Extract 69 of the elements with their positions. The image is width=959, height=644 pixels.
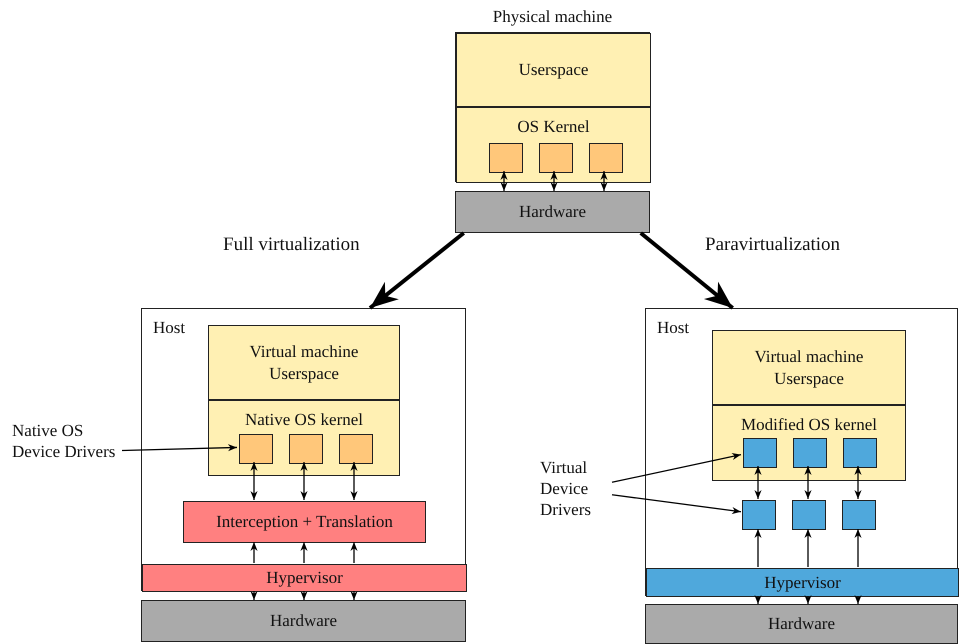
translation-box bbox=[183, 501, 426, 543]
driver-box bbox=[489, 143, 523, 173]
leader-arrow bbox=[612, 494, 742, 514]
layer-label: Native OS kernel bbox=[244, 409, 364, 431]
layer-label: Hardware bbox=[518, 201, 587, 223]
arrow bbox=[804, 595, 812, 604]
callout-label: Native OS Device Drivers bbox=[12, 420, 116, 462]
double-arrow bbox=[854, 466, 862, 499]
arrow bbox=[350, 591, 358, 600]
hardware-bar bbox=[455, 191, 650, 233]
layer-label: Hardware bbox=[766, 613, 836, 635]
driver-box bbox=[792, 500, 826, 530]
layer-label: Userspace bbox=[518, 59, 590, 81]
leader-arrow bbox=[122, 444, 238, 452]
arrow bbox=[250, 591, 258, 600]
driver-box bbox=[289, 434, 323, 464]
layer-label: Interception + Translation bbox=[215, 511, 394, 533]
arrow bbox=[300, 542, 308, 563]
hardware-bar bbox=[645, 604, 958, 644]
double-arrow bbox=[350, 462, 358, 500]
host-label: Host bbox=[153, 317, 186, 339]
layer-label: Hardware bbox=[268, 610, 338, 632]
host-label: Host bbox=[657, 317, 690, 339]
double-arrow bbox=[600, 171, 608, 191]
hypervisor-bar bbox=[646, 568, 959, 597]
host-box bbox=[645, 308, 958, 596]
double-arrow bbox=[250, 462, 258, 500]
driver-box bbox=[793, 438, 827, 468]
driver-box bbox=[539, 143, 573, 173]
layer-label: Virtual machine Userspace bbox=[248, 340, 360, 384]
arrow bbox=[754, 595, 762, 604]
hypervisor-bar bbox=[142, 564, 467, 592]
arrow bbox=[854, 595, 862, 604]
layer-label: Virtual machine Userspace bbox=[754, 346, 864, 390]
layer-label: OS Kernel bbox=[516, 116, 591, 138]
double-arrow bbox=[804, 466, 812, 499]
arrow bbox=[250, 542, 258, 563]
kernel-layer bbox=[208, 400, 400, 476]
driver-box bbox=[842, 500, 876, 530]
hardware-bar bbox=[141, 600, 466, 642]
arrow bbox=[754, 529, 762, 567]
double-arrow bbox=[754, 466, 762, 499]
userspace-layer bbox=[712, 330, 906, 405]
driver-box bbox=[843, 438, 877, 468]
driver-box bbox=[742, 500, 776, 530]
arrow bbox=[350, 542, 358, 563]
arrow bbox=[368, 231, 465, 310]
driver-box bbox=[743, 438, 777, 468]
heading-label: Physical machine bbox=[492, 6, 614, 28]
layer-label: Modified OS kernel bbox=[740, 414, 878, 436]
arrow bbox=[804, 529, 812, 567]
double-arrow bbox=[550, 171, 558, 191]
arrow bbox=[639, 231, 734, 310]
kernel-layer bbox=[456, 107, 651, 183]
layer-label: Hypervisor bbox=[265, 567, 344, 589]
driver-box bbox=[339, 434, 373, 464]
kernel-layer bbox=[712, 405, 906, 481]
driver-box bbox=[589, 143, 623, 173]
arrow bbox=[854, 529, 862, 567]
layer-label: Hypervisor bbox=[763, 572, 842, 594]
userspace-layer bbox=[208, 325, 400, 400]
host-box bbox=[141, 308, 466, 591]
arrow bbox=[300, 591, 308, 600]
double-arrow bbox=[500, 171, 508, 191]
userspace-layer bbox=[456, 33, 651, 107]
callout-label: Virtual Device Drivers bbox=[540, 457, 592, 520]
leader-arrow bbox=[612, 453, 742, 483]
double-arrow bbox=[300, 462, 308, 500]
driver-box bbox=[239, 434, 273, 464]
